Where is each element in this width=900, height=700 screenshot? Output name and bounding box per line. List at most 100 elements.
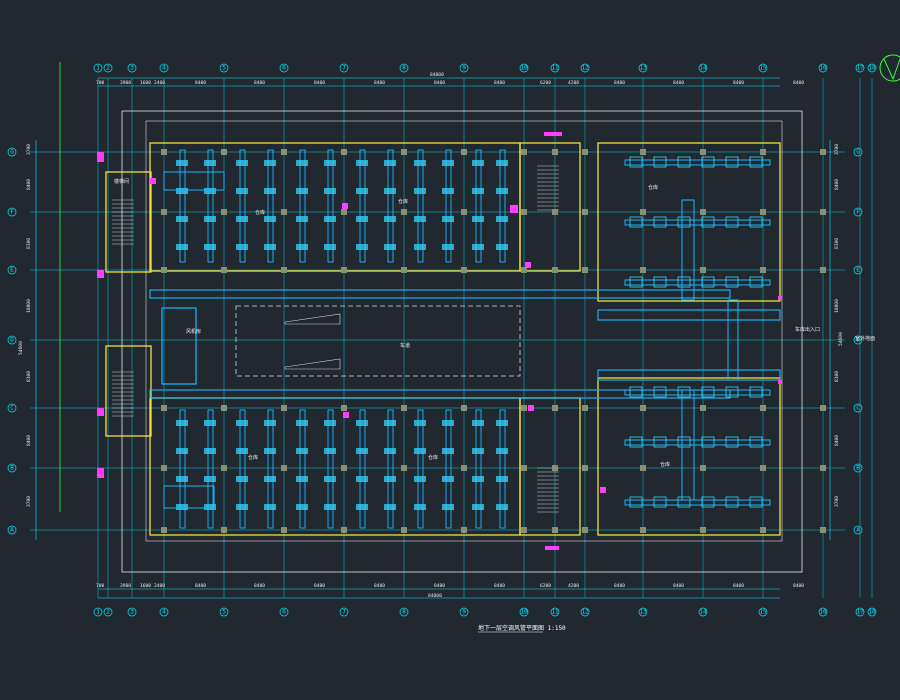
fan-coil-unit	[176, 244, 188, 250]
fan-coil-unit	[629, 216, 643, 228]
axis-bubble-bottom-label: 10	[520, 609, 528, 616]
fan-coil-unit	[296, 420, 308, 426]
axis-bubble-top-label: 13	[639, 65, 647, 72]
fan-coil-unit	[414, 448, 426, 454]
north-arrow-icon	[879, 54, 900, 82]
axis-bubble-bottom-label: 11	[551, 609, 559, 616]
fan-coil-unit	[204, 188, 216, 194]
dim-text-side: 10800	[26, 299, 32, 313]
structural-column	[281, 405, 287, 411]
axis-bubble-bottom-label: 13	[639, 609, 647, 616]
fan-coil-unit	[264, 504, 276, 510]
air-ducts	[149, 149, 781, 529]
right-branch-duct	[624, 279, 771, 286]
equipment-mark	[510, 205, 518, 213]
axis-bubble-bottom-label: 1	[96, 609, 100, 616]
structural-column	[700, 465, 706, 471]
fan-coil-unit	[472, 448, 484, 454]
right-branch-duct	[624, 159, 771, 166]
equipment-mark	[525, 262, 531, 268]
fan-coil-unit	[442, 420, 454, 426]
fan-coil-unit	[204, 244, 216, 250]
fan-coil-unit	[204, 504, 216, 510]
room-label-upper-left: 仓库	[255, 209, 265, 216]
branch-duct-lower	[299, 409, 306, 529]
fan-coil-unit	[472, 216, 484, 222]
axis-bubble-right-label: G	[856, 149, 860, 156]
structural-column	[221, 527, 227, 533]
fan-coil-unit	[204, 476, 216, 482]
axis-bubble-right-label: B	[856, 465, 860, 472]
axis-bubble-left-circle	[7, 525, 17, 535]
fan-coil-unit	[296, 188, 308, 194]
fan-coil-unit	[324, 420, 336, 426]
axis-grid-lines	[30, 77, 873, 599]
structural-column	[221, 405, 227, 411]
structural-column	[640, 465, 646, 471]
axis-bubble-top-circle	[93, 63, 103, 73]
structural-column	[281, 465, 287, 471]
fan-coil-unit	[653, 156, 667, 168]
axis-bubble-top-circle	[867, 63, 877, 73]
fan-coil-unit	[472, 188, 484, 194]
structural-column	[640, 267, 646, 273]
fan-coil-unit	[496, 216, 508, 222]
structural-column	[760, 209, 766, 215]
equipment-mark	[343, 412, 349, 418]
structural-column	[820, 465, 826, 471]
dim-text-side-right: 8400	[834, 179, 840, 190]
equipment-mark	[778, 380, 782, 384]
structural-column	[521, 267, 527, 273]
fan-coil-unit	[204, 420, 216, 426]
axis-bubble-top-label: 14	[699, 65, 707, 72]
axis-bubble-top-circle	[103, 63, 113, 73]
fan-coil-unit	[176, 448, 188, 454]
structural-column	[700, 405, 706, 411]
dim-text-bottom: 8400	[434, 583, 445, 589]
ramp-upper	[284, 313, 341, 325]
structural-column	[281, 149, 287, 155]
branch-duct-upper	[499, 149, 506, 263]
fan-coil-unit	[236, 188, 248, 194]
fan-coil-unit	[414, 504, 426, 510]
fan-coil-unit	[384, 216, 396, 222]
axis-bubble-bottom-label: 5	[222, 609, 226, 616]
structural-column	[341, 149, 347, 155]
label-entrance: 车库出入口	[795, 326, 820, 333]
axis-bubble-left-circle	[7, 403, 17, 413]
dim-text-top: 8400	[195, 80, 206, 86]
structural-column	[820, 405, 826, 411]
structural-column	[552, 527, 558, 533]
dim-text-bottom: 8400	[673, 583, 684, 589]
fan-coil-unit	[264, 244, 276, 250]
fan-coil-unit	[176, 216, 188, 222]
structural-column	[640, 405, 646, 411]
fan-coil-unit	[384, 188, 396, 194]
fan-coil-unit	[356, 188, 368, 194]
axis-bubble-bottom-circle	[339, 607, 349, 617]
axis-bubble-bottom-circle	[459, 607, 469, 617]
structural-column	[401, 267, 407, 273]
branch-duct-lower	[387, 409, 394, 529]
structural-column	[760, 267, 766, 273]
axis-bubble-right-label: F	[856, 209, 860, 216]
fan-coil-unit	[496, 244, 508, 250]
fan-coil-unit	[496, 476, 508, 482]
fan-coil-unit	[176, 420, 188, 426]
axis-bubble-top-circle	[818, 63, 828, 73]
dim-text-side: 8400	[26, 435, 32, 446]
axis-bubble-bottom-circle	[399, 607, 409, 617]
axis-bubble-top-circle	[339, 63, 349, 73]
fan-coil-unit	[725, 436, 739, 448]
wall-block	[105, 171, 152, 273]
wall-block	[519, 397, 581, 536]
axis-bubble-left-label: E	[10, 267, 14, 274]
fan-coil-unit	[204, 216, 216, 222]
equipment-mark	[97, 468, 104, 478]
structural-column	[221, 465, 227, 471]
branch-duct-lower	[499, 409, 506, 529]
axis-bubble-bottom-circle	[159, 607, 169, 617]
fan-coil-unit	[236, 160, 248, 166]
fan-coil-unit	[236, 504, 248, 510]
fan-coil-unit	[236, 244, 248, 250]
